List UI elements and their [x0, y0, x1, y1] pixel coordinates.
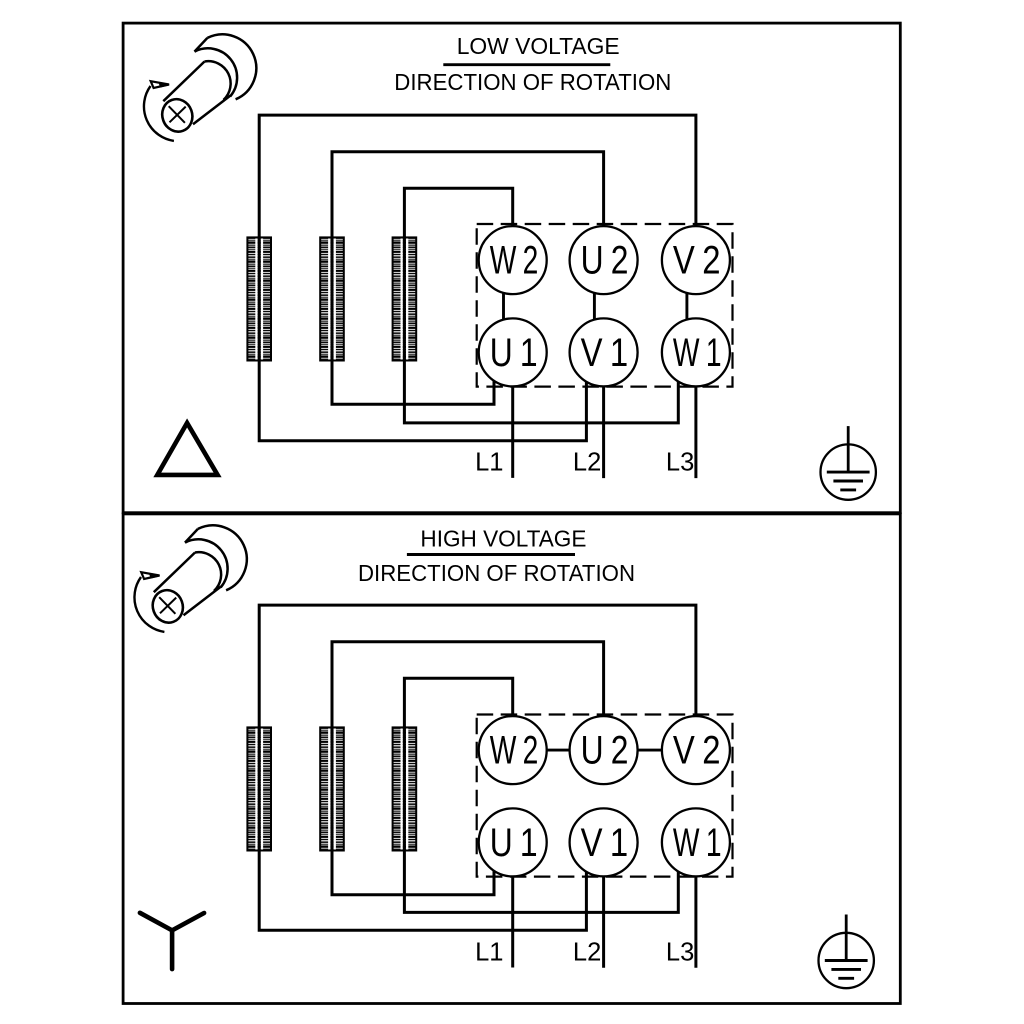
terminal-u1-label: U1	[490, 331, 545, 375]
terminal-v1	[568, 807, 639, 878]
winding-coil	[391, 724, 418, 853]
terminal-u2	[568, 714, 639, 786]
winding-bottom-wires	[257, 359, 680, 443]
terminal-v2-label: V2	[673, 729, 728, 773]
winding-coil	[245, 234, 273, 363]
winding-top-wires	[257, 603, 698, 729]
terminal-u2-label: U2	[581, 729, 636, 773]
protective-earth-icon	[817, 913, 876, 990]
terminal-w1	[660, 317, 732, 388]
terminal-v1-label: V1	[581, 331, 636, 375]
line-l1-label: L1	[475, 939, 503, 967]
panel-low-voltage-subtitle: DIRECTION OF ROTATION	[394, 69, 671, 95]
line-l2-label: L2	[573, 939, 601, 967]
terminals: W2 U2 V2 U1 V1 W1	[477, 714, 732, 878]
panel-high-voltage-border	[121, 512, 902, 1005]
terminal-w1-label: W1	[673, 821, 728, 865]
supply-line-labels: L1 L2 L3	[475, 939, 694, 967]
winding-top-wires	[257, 113, 698, 239]
terminal-v1	[568, 317, 639, 388]
terminal-w1	[660, 807, 732, 878]
panel-high-voltage-subtitle: DIRECTION OF ROTATION	[358, 560, 635, 586]
panel-low-voltage-title: LOW VOLTAGE	[457, 33, 620, 59]
terminal-u1-label: U1	[490, 821, 545, 865]
terminal-v2	[660, 224, 732, 296]
line-l3-label: L3	[666, 449, 694, 477]
winding-coil	[245, 724, 273, 853]
protective-earth-icon	[819, 424, 878, 502]
star-symbol-icon	[137, 910, 207, 972]
motor-shaft-rotation-icon	[142, 33, 258, 143]
terminal-u1	[477, 317, 548, 388]
winding-coil	[318, 724, 346, 853]
terminals: W2 U2 V2 U1 V1 W1	[477, 224, 732, 388]
motor-shaft-rotation-icon	[133, 524, 249, 634]
terminal-links-delta	[502, 292, 689, 320]
terminal-w2-label: W2	[490, 729, 545, 773]
panel-high-voltage: HIGH VOLTAGE DIRECTION OF ROTATION	[121, 512, 902, 1005]
terminal-board-outline	[475, 222, 734, 388]
line-l3-label: L3	[666, 939, 694, 967]
terminal-w2	[477, 224, 548, 296]
supply-line-labels: L1 L2 L3	[475, 449, 694, 477]
delta-symbol-icon	[153, 418, 222, 478]
line-l1-label: L1	[475, 449, 503, 477]
supply-line-wires	[511, 876, 698, 968]
terminal-w2-label: W2	[490, 239, 545, 283]
terminal-u1	[477, 807, 548, 878]
terminal-board-outline	[475, 713, 734, 878]
terminal-w2	[477, 714, 548, 786]
line-l2-label: L2	[573, 449, 601, 477]
winding-coil	[391, 234, 418, 363]
terminal-v1-label: V1	[581, 821, 636, 865]
terminal-w1-label: W1	[673, 331, 728, 375]
terminal-v2	[660, 714, 732, 786]
terminal-u2	[568, 224, 639, 296]
terminal-u2-label: U2	[581, 239, 636, 283]
terminal-v2-label: V2	[673, 239, 728, 283]
winding-bottom-wires	[257, 849, 680, 932]
panel-high-voltage-title: HIGH VOLTAGE	[420, 525, 586, 551]
winding-coil	[318, 234, 346, 363]
supply-line-wires	[511, 386, 698, 479]
panel-low-voltage: LOW VOLTAGE DIRECTION OF ROTATION	[121, 21, 902, 515]
